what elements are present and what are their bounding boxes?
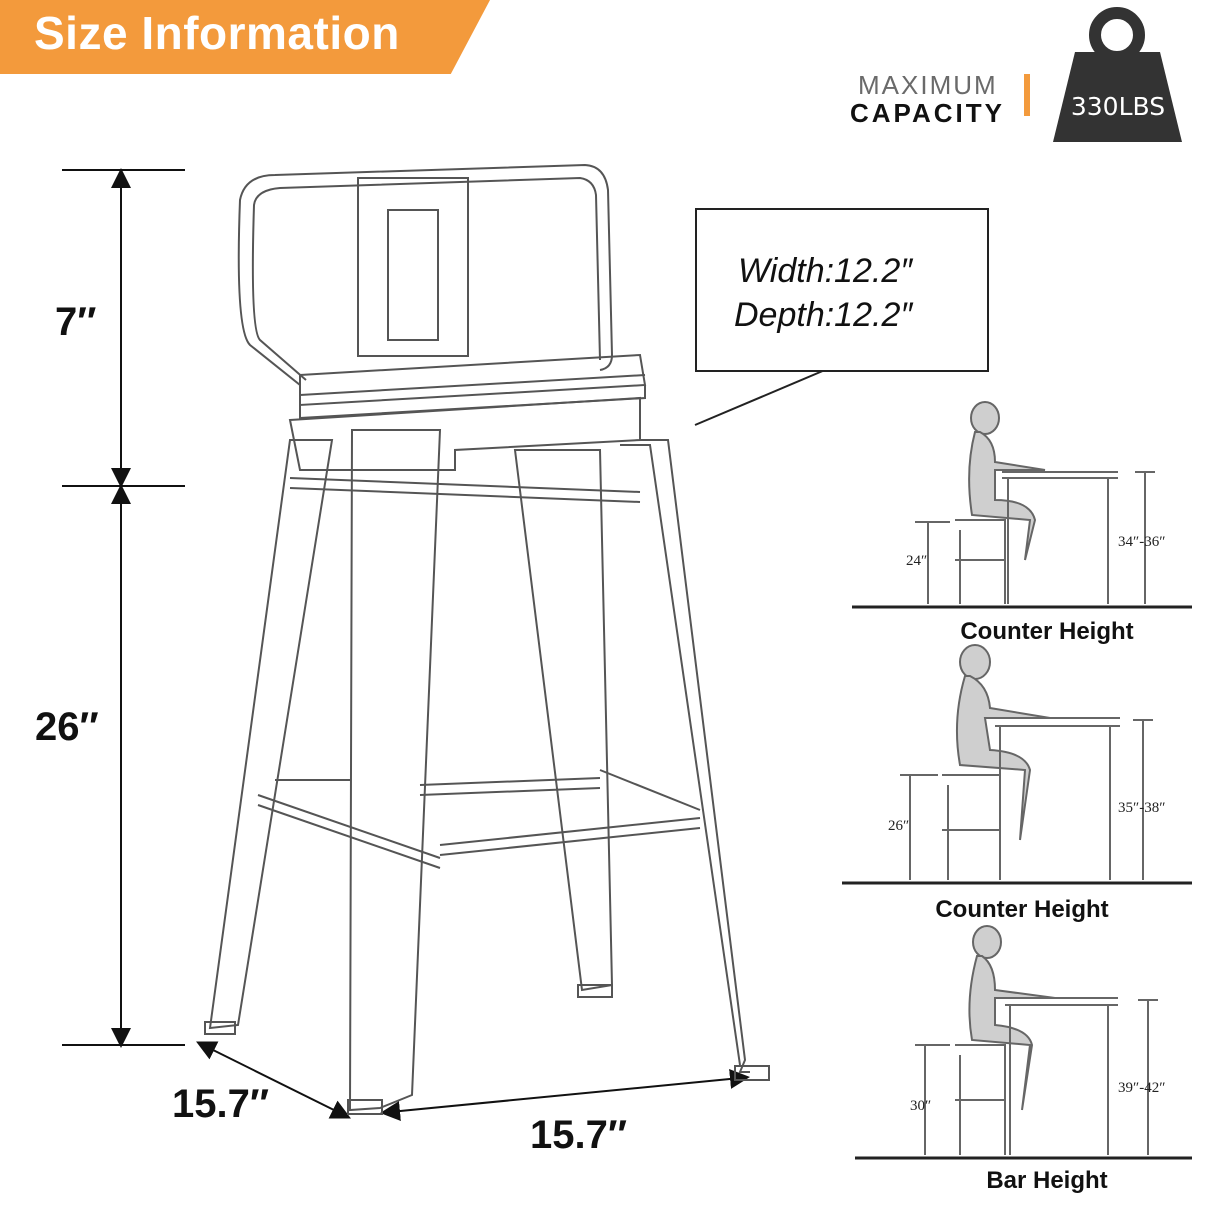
bar-stool-drawing <box>204 163 770 1115</box>
guide-3-stool-height: 30″ <box>910 1098 932 1114</box>
guide-3-table-height: 39″-42″ <box>1118 1080 1166 1096</box>
capacity-label-bottom: CAPACITY <box>850 98 1005 128</box>
capacity-label-top: MAXIMUM <box>858 70 998 100</box>
seat-width-text: Width:12.2″ <box>738 252 913 290</box>
guide-2-stool-height: 26″ <box>888 818 910 834</box>
guide-2-title: Counter Height <box>935 896 1109 923</box>
seat-depth-text: Depth:12.2″ <box>734 296 913 334</box>
guide-1-title: Counter Height <box>960 618 1134 645</box>
seat-height-label: 26″ <box>35 705 99 749</box>
guide-1-table-height: 34″-36″ <box>1118 534 1166 550</box>
guide-2-table-height: 35″-38″ <box>1118 800 1166 816</box>
guide-3-title: Bar Height <box>986 1167 1108 1194</box>
capacity-weight: 330LBS <box>1070 92 1166 121</box>
base-dimension-lines <box>196 1041 750 1121</box>
seat-pointer-line <box>694 369 826 426</box>
base-depth-label: 15.7″ <box>172 1082 270 1126</box>
guide-1-stool-height: 24″ <box>906 553 928 569</box>
banner-title: Size Information <box>34 7 400 59</box>
weight-icon <box>1053 7 1182 142</box>
capacity-accent-bar <box>1024 74 1030 116</box>
back-height-label: 7″ <box>55 300 97 344</box>
title-banner <box>0 0 490 74</box>
height-guide-figures <box>842 401 1192 1160</box>
height-dimension-lines <box>62 168 185 1048</box>
base-width-label: 15.7″ <box>530 1113 628 1157</box>
seat-size-box <box>695 208 989 372</box>
